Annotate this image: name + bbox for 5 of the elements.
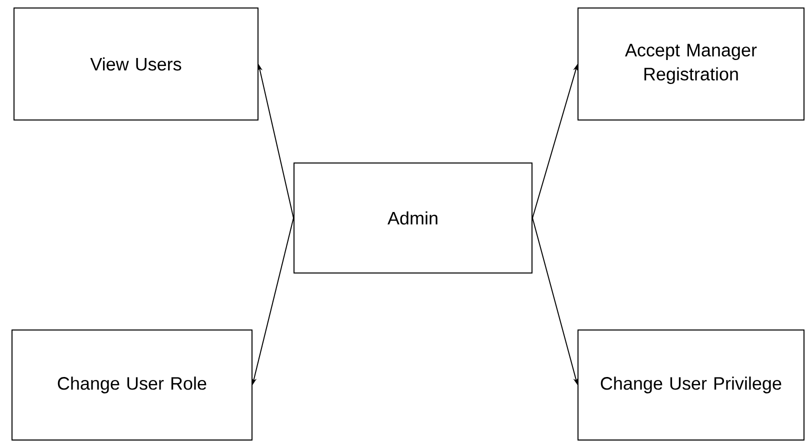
process-box: Change User Privilege bbox=[578, 329, 804, 440]
process-box: Change User Role bbox=[12, 329, 252, 440]
process-box: Admin bbox=[294, 162, 532, 274]
process-box: View Users bbox=[14, 8, 258, 120]
process-box: Accept Manager Registration bbox=[578, 8, 804, 120]
